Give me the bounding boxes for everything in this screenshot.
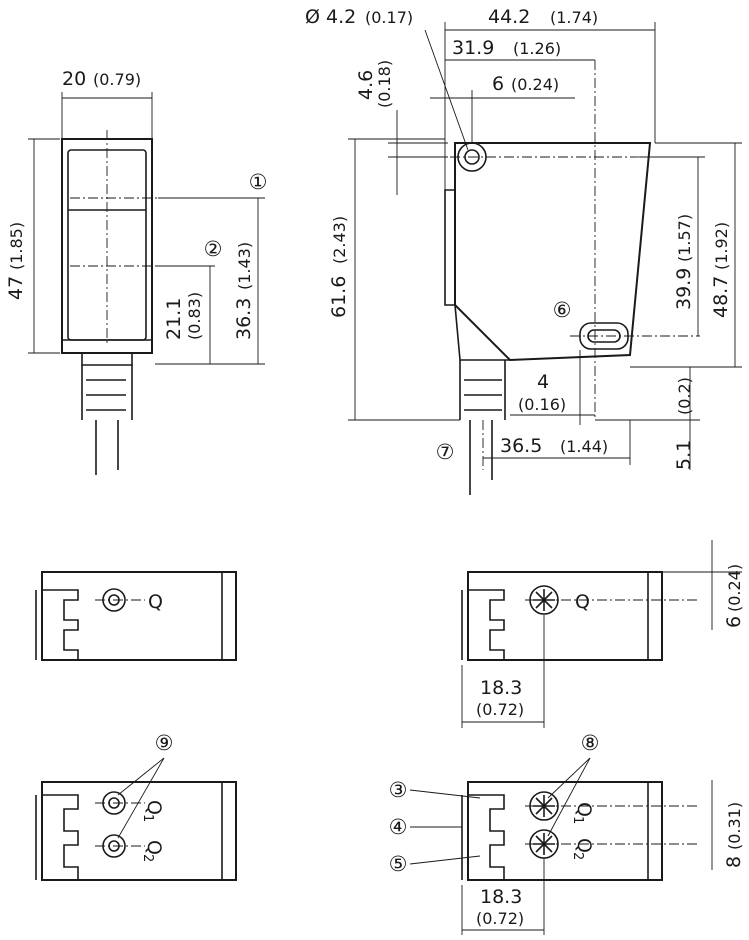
bv4-q2-label: Q bbox=[573, 838, 595, 853]
bv4-q1-sub: 1 bbox=[570, 816, 585, 824]
dim-small-5-1: 5.1 bbox=[673, 440, 695, 470]
side-view: Ø 4.2 (0.17) 44.2 (1.74) 31.9 (1.26) 6 (… bbox=[305, 6, 742, 495]
callout-9: ⑨ bbox=[155, 731, 174, 755]
side-cable bbox=[469, 420, 493, 495]
dim-width-36-5: 36.5 bbox=[500, 435, 542, 457]
callout-2: ② bbox=[204, 237, 223, 261]
dim-vert-4-6: 4.6 bbox=[355, 70, 377, 100]
bv3-q1-label: Q bbox=[143, 800, 165, 815]
dim-width-31: 31.9 bbox=[452, 37, 494, 59]
bottom-view-2: Q 6 (0.24) 18.3 (0.72) bbox=[461, 540, 745, 728]
bv2-housing bbox=[467, 571, 663, 661]
front-cable bbox=[95, 420, 119, 475]
callout-3: ③ bbox=[389, 778, 408, 802]
dim-height-48-in: (1.92) bbox=[712, 222, 731, 270]
dim-width-44-in: (1.74) bbox=[550, 8, 598, 27]
callout-7: ⑦ bbox=[436, 440, 455, 464]
dim-small-5-1-in: (0.2) bbox=[675, 377, 694, 415]
dim-width-36-5-in: (1.44) bbox=[560, 437, 608, 456]
dim-small-4-in: (0.16) bbox=[518, 395, 566, 414]
dim-vert-4-6-in: (0.18) bbox=[375, 60, 394, 108]
callout-6: ⑥ bbox=[553, 298, 572, 322]
dim-small-4: 4 bbox=[537, 371, 549, 393]
dim-height-36: 36.3 bbox=[233, 298, 255, 340]
front-connector bbox=[81, 353, 133, 366]
dim-bottom-8: 8 bbox=[723, 856, 745, 868]
bv3-q1-sub: 1 bbox=[140, 814, 155, 822]
dim-front-width-in: (0.79) bbox=[93, 70, 141, 89]
dim-width-6-in: (0.24) bbox=[511, 75, 559, 94]
bv2-q-label: Q bbox=[575, 591, 590, 613]
front-view: 20 (0.79) 47 (1.85) 21.1 (0.83) 36.3 (1.… bbox=[5, 68, 267, 475]
dim-height-39-in: (1.57) bbox=[675, 214, 694, 262]
bottom-view-1: Q bbox=[35, 571, 237, 661]
bottom-view-4: Q 1 Q 2 ⑧ ③ ④ ⑤ 8 (0.31) 18.3 (0.72) bbox=[389, 731, 745, 935]
bv3-q2-label: Q bbox=[143, 840, 165, 855]
side-housing bbox=[454, 142, 652, 362]
bv3-q2-sub: 2 bbox=[140, 854, 155, 862]
dim-side-height-61: 61.6 bbox=[328, 276, 350, 318]
bv1-housing bbox=[41, 571, 237, 661]
dim-bottom-6-in: (0.24) bbox=[725, 564, 744, 612]
dim-bottom-18-b: 18.3 bbox=[480, 886, 522, 908]
dim-width-31-in: (1.26) bbox=[513, 39, 561, 58]
dim-hole-dia-in: (0.17) bbox=[365, 8, 413, 27]
dim-height-21-in: (0.83) bbox=[185, 292, 204, 340]
dim-height-48: 48.7 bbox=[710, 276, 732, 318]
dim-bottom-18-a-in: (0.72) bbox=[476, 700, 524, 719]
callout-1: ① bbox=[249, 170, 268, 194]
dim-bottom-18-a: 18.3 bbox=[480, 677, 522, 699]
bottom-view-3: Q 1 Q 2 ⑨ bbox=[35, 731, 237, 881]
dim-width-44: 44.2 bbox=[488, 6, 530, 28]
bv4-q2-sub: 2 bbox=[570, 852, 585, 860]
dim-width-6: 6 bbox=[492, 73, 504, 95]
dim-bottom-6: 6 bbox=[723, 616, 745, 628]
bv1-q-label: Q bbox=[148, 591, 163, 613]
dim-bottom-18-b-in: (0.72) bbox=[476, 909, 524, 928]
dim-front-width: 20 bbox=[62, 68, 86, 90]
dim-hole-dia: Ø 4.2 bbox=[305, 6, 356, 28]
dim-side-height-61-in: (2.43) bbox=[330, 216, 349, 264]
callout-4: ④ bbox=[389, 815, 408, 839]
bv4-q1-label: Q bbox=[573, 802, 595, 817]
dim-front-height: 47 bbox=[5, 276, 27, 300]
dim-height-21: 21.1 bbox=[163, 298, 185, 340]
dim-height-39: 39.9 bbox=[673, 268, 695, 310]
dim-bottom-8-in: (0.31) bbox=[725, 802, 744, 850]
callout-8: ⑧ bbox=[581, 731, 600, 755]
dim-height-36-in: (1.43) bbox=[235, 242, 254, 290]
callout-5: ⑤ bbox=[389, 852, 408, 876]
dim-front-height-in: (1.85) bbox=[7, 222, 26, 270]
